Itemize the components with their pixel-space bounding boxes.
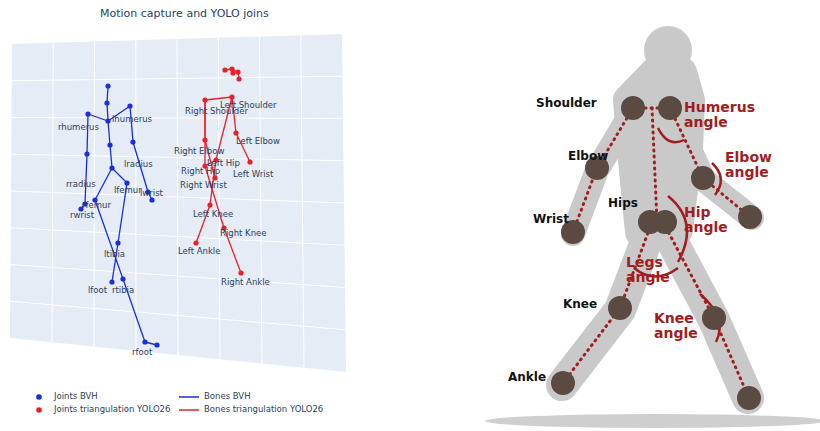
joint-dots bbox=[551, 96, 762, 410]
joint-label: lfemur bbox=[114, 186, 142, 195]
angle-label: Legs angle bbox=[626, 255, 678, 286]
joint-name: Knee bbox=[563, 298, 597, 311]
joint-label: lradius bbox=[124, 160, 153, 169]
joint-name: Hips bbox=[608, 197, 638, 210]
joint-label: lhumerus bbox=[112, 115, 152, 124]
legend-text: Bones triangulation YOLO26 bbox=[204, 405, 323, 414]
joint-label: Right Knee bbox=[220, 229, 267, 238]
dotted-joint-lines bbox=[563, 108, 750, 398]
joint-label: Right Elbow bbox=[174, 147, 224, 156]
joint-label: rfemur bbox=[82, 201, 111, 210]
joint-label: rwrist bbox=[70, 211, 94, 220]
legend-swatch bbox=[178, 405, 200, 415]
angle-label: Elbow angle bbox=[725, 150, 787, 181]
angle-label: Humerus angle bbox=[684, 100, 754, 131]
joint-label: Left Knee bbox=[193, 210, 233, 219]
joint-name: Wrist bbox=[533, 213, 569, 226]
joint-label: Left Wrist bbox=[233, 170, 273, 179]
plot-title: Motion capture and YOLO joins bbox=[100, 8, 269, 20]
angle-label: Knee angle bbox=[654, 311, 704, 342]
joint-label: Left Ankle bbox=[178, 247, 220, 256]
angle-label: Hip angle bbox=[684, 205, 728, 236]
plot-background bbox=[10, 34, 346, 372]
legend-swatch bbox=[178, 392, 200, 402]
joint-label: rradius bbox=[66, 180, 96, 189]
skeletons bbox=[78, 66, 252, 347]
joint-label: lfoot bbox=[88, 286, 107, 295]
legend-text: Bones BVH bbox=[204, 392, 251, 401]
legend-text: Joints BVH bbox=[54, 392, 98, 401]
joint-label: Right Wrist bbox=[180, 181, 227, 190]
joint-label: ltibia bbox=[104, 250, 125, 259]
joint-label: rhumerus bbox=[58, 123, 99, 132]
legend-swatch bbox=[28, 405, 50, 415]
joint-label: Right Hip bbox=[181, 167, 220, 176]
joint-label: rfoot bbox=[132, 348, 152, 357]
legend-text: Joints triangulation YOLO26 bbox=[54, 405, 170, 414]
joint-name: Ankle bbox=[508, 371, 546, 384]
joint-label: Right Ankle bbox=[221, 278, 270, 287]
joint-name: Shoulder bbox=[536, 97, 597, 110]
joint-name: Elbow bbox=[568, 150, 608, 163]
legend-swatch bbox=[28, 392, 50, 402]
joint-label: Right Shoulder bbox=[185, 107, 248, 116]
plot-grid bbox=[10, 35, 345, 368]
joint-label: lwrist bbox=[140, 189, 163, 198]
joint-label: rtibia bbox=[112, 286, 134, 295]
human-silhouette bbox=[485, 26, 820, 428]
joint-label: Left Elbow bbox=[236, 137, 280, 146]
